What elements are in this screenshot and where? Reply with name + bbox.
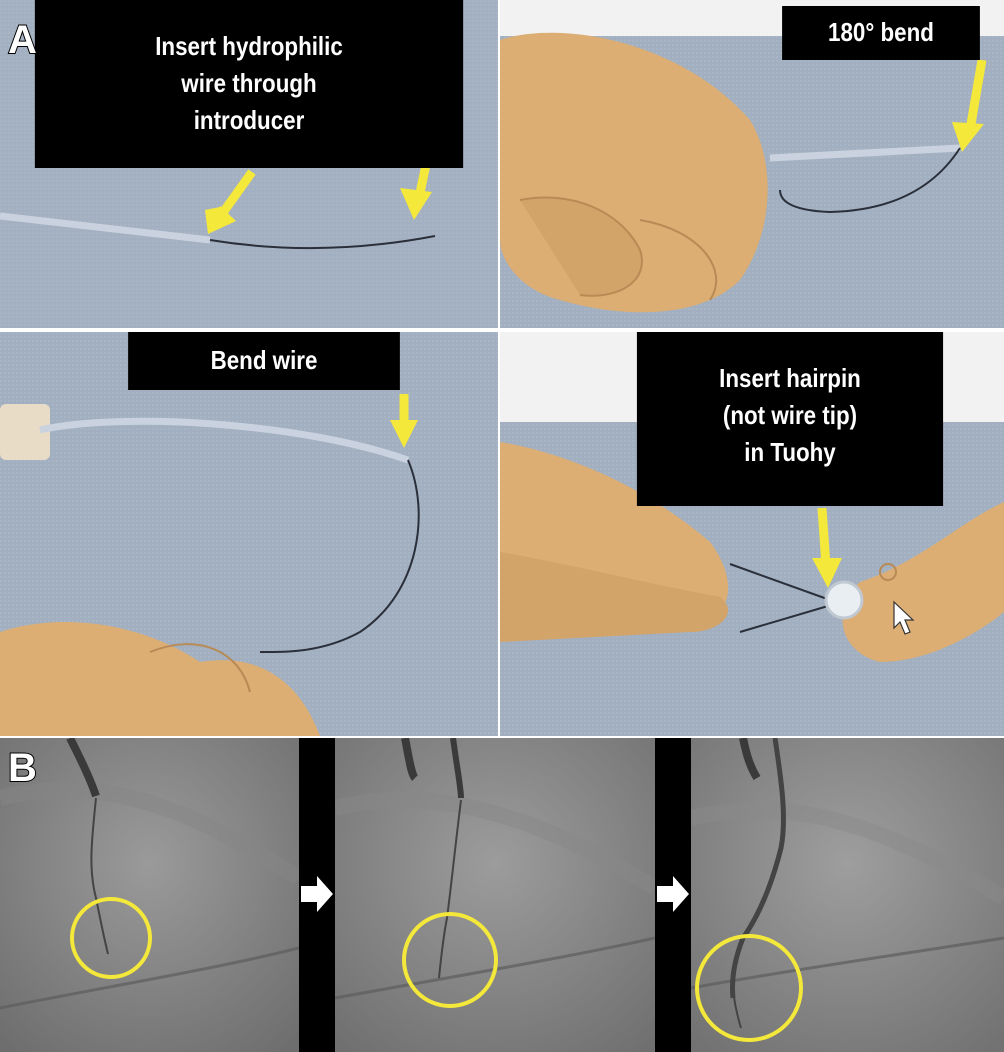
arrow-icon <box>952 59 987 152</box>
fluoro-frame-1-image <box>0 738 299 1052</box>
sequence-divider-2 <box>655 738 691 1052</box>
fluoro-frame-3 <box>691 738 1004 1052</box>
right-arrow-icon <box>657 876 689 912</box>
photo-step-1: Insert hydrophilic wire through introduc… <box>0 0 498 328</box>
sequence-divider-1 <box>299 738 335 1052</box>
fluoro-frame-1: B <box>0 738 299 1052</box>
fluoro-frame-2-image <box>335 738 655 1052</box>
cursor-icon <box>893 600 915 635</box>
photo-step-2: 180° bend <box>500 0 1004 328</box>
step-3-caption: Bend wire <box>128 332 400 390</box>
circle-marker-icon <box>695 934 803 1042</box>
photo-step-4: Insert hairpin (not wire tip) in Tuohy <box>500 332 1004 736</box>
circle-marker-icon <box>70 897 152 979</box>
step-1-caption: Insert hydrophilic wire through introduc… <box>34 0 464 168</box>
arrow-icon <box>205 169 256 234</box>
arrow-icon <box>812 507 842 588</box>
photo-step-3-image <box>0 332 498 736</box>
step-4-caption: Insert hairpin (not wire tip) in Tuohy <box>636 332 944 506</box>
panel-b-label: B <box>7 746 38 790</box>
photo-step-3: Bend wire <box>0 332 498 736</box>
fluoro-frame-3-image <box>691 738 1004 1052</box>
right-arrow-icon <box>301 876 333 912</box>
fluoro-frame-2 <box>335 738 655 1052</box>
step-2-caption: 180° bend <box>782 6 980 60</box>
panel-a-label: A <box>7 18 38 62</box>
circle-marker-icon <box>402 912 498 1008</box>
arrow-icon <box>390 394 418 448</box>
